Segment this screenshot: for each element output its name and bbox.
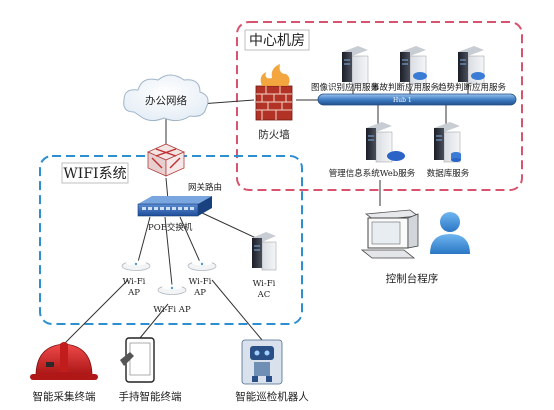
computer-icon bbox=[360, 209, 420, 259]
server-icon bbox=[400, 46, 427, 85]
svg-text:AP: AP bbox=[193, 288, 206, 298]
wifi-ap-1: Wi-Fi AP bbox=[121, 260, 151, 298]
server-database: 数据库服务 bbox=[427, 122, 470, 179]
server-image-recognition: 图像识别应用服务 bbox=[311, 46, 380, 93]
wifi-title: WIFI系统 bbox=[61, 162, 129, 184]
poe-switch: POE交换机 bbox=[137, 196, 212, 233]
svg-text:AC: AC bbox=[257, 290, 271, 300]
hard-hat-icon bbox=[30, 342, 98, 380]
svg-text:手持智能终端: 手持智能终端 bbox=[119, 390, 182, 403]
svg-text:智能巡检机器人: 智能巡检机器人 bbox=[235, 390, 309, 403]
access-point-icon bbox=[157, 284, 187, 295]
router-label: 网关路由 bbox=[188, 182, 222, 193]
server-label: 管理信息系统Web服务 bbox=[329, 168, 416, 179]
terminal-inspection-robot: 智能巡检机器人 bbox=[235, 339, 309, 403]
console-label: 控制台程序 bbox=[386, 272, 439, 285]
wifi-ap-3: Wi-Fi AP bbox=[153, 284, 191, 315]
firewall-label: 防火墙 bbox=[258, 128, 290, 141]
svg-text:Wi-Fi AP: Wi-Fi AP bbox=[153, 305, 191, 315]
server-icon bbox=[366, 122, 405, 163]
gateway-router: 网关路由 bbox=[147, 143, 222, 193]
connection-lines bbox=[61, 82, 469, 347]
access-point-icon bbox=[121, 260, 151, 271]
server-label: 图像识别应用服务 bbox=[311, 82, 380, 93]
server-icon bbox=[458, 46, 485, 85]
svg-text:Wi-Fi: Wi-Fi bbox=[253, 279, 276, 289]
wifi-ac: Wi-Fi AC bbox=[252, 232, 277, 300]
hub-label: Hub 1 bbox=[393, 97, 412, 104]
firewall-icon bbox=[255, 64, 293, 121]
switch-icon bbox=[137, 196, 212, 217]
terminal-handheld: 手持智能终端 bbox=[119, 337, 182, 403]
server-icon bbox=[342, 46, 369, 85]
terminal-smart-collector: 智能采集终端 bbox=[30, 342, 98, 403]
datacenter-title: 中心机房 bbox=[244, 29, 310, 51]
svg-text:Wi-Fi: Wi-Fi bbox=[189, 277, 212, 287]
wifi-ap-2: Wi-Fi AP bbox=[187, 260, 217, 298]
console: 控制台程序 bbox=[360, 209, 470, 285]
datacenter-zone bbox=[236, 21, 523, 191]
robot-icon bbox=[241, 339, 283, 385]
user-icon bbox=[430, 212, 470, 254]
access-point-icon bbox=[187, 260, 217, 271]
svg-text:中心机房: 中心机房 bbox=[249, 33, 305, 49]
cloud-label: 办公网络 bbox=[145, 94, 187, 107]
server-icon bbox=[434, 122, 461, 163]
svg-text:智能采集终端: 智能采集终端 bbox=[33, 390, 96, 403]
server-accident-judgment: 事故判断应用服务 bbox=[371, 46, 440, 93]
router-icon bbox=[147, 143, 185, 177]
server-trend-judgment: 趋势判断应用服务 bbox=[438, 46, 507, 93]
svg-text:Wi-Fi: Wi-Fi bbox=[123, 277, 146, 287]
server-label: 趋势判断应用服务 bbox=[438, 82, 507, 93]
tablet-icon bbox=[120, 337, 155, 383]
server-icon bbox=[252, 232, 277, 271]
server-label: 事故判断应用服务 bbox=[371, 82, 440, 93]
svg-text:AP: AP bbox=[127, 288, 140, 298]
server-label: 数据库服务 bbox=[427, 168, 470, 179]
svg-text:WIFI系统: WIFI系统 bbox=[63, 166, 126, 182]
office-network-cloud: 办公网络 bbox=[123, 74, 209, 122]
server-web-mis: 管理信息系统Web服务 bbox=[329, 122, 416, 179]
switch-label: POE交换机 bbox=[148, 222, 193, 233]
hub: Hub 1 bbox=[317, 93, 517, 106]
firewall: 防火墙 bbox=[255, 64, 293, 141]
